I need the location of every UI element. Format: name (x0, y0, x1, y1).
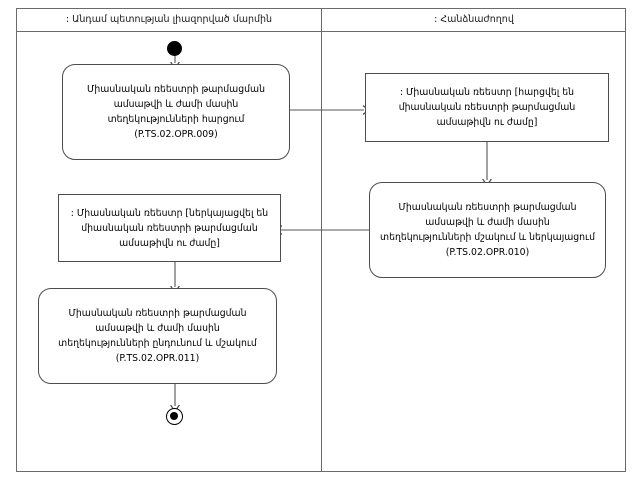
initial-node (167, 41, 182, 56)
object-node-registry-requested[interactable]: : Միասնական ռեեստր [հարցվել են միասնական… (365, 73, 609, 142)
action-node-label: Միասնական ռեեստրի թարմացման ամսաթվի և ժա… (58, 308, 257, 364)
action-node-label: Միասնական ռեեստրի թարմացման ամսաթվի և ժա… (87, 84, 265, 140)
object-node-label: : Միասնական ռեեստր [ներկայացվել են միասն… (70, 207, 269, 249)
final-node (166, 408, 183, 425)
action-node-process-and-submit[interactable]: Միասնական ռեեստրի թարմացման ամսաթվի և ժա… (369, 182, 606, 278)
action-node-label: Միասնական ռեեստրի թարմացման ամսաթվի և ժա… (380, 202, 595, 258)
action-node-receive-and-process[interactable]: Միասնական ռեեստրի թարմացման ամսաթվի և ժա… (38, 288, 277, 384)
lane-title-commission: : Հանձնաժողով (434, 14, 514, 25)
action-node-request-update-info[interactable]: Միասնական ռեեստրի թարմացման ամսաթվի և ժա… (62, 64, 290, 160)
lane-title-member-state-authority: : Անդամ պետության լիազորված մարմին (65, 14, 273, 25)
lane-vertical-divider (321, 8, 322, 472)
object-node-label: : Միասնական ռեեստր [հարցվել են միասնական… (398, 87, 576, 128)
object-node-registry-submitted[interactable]: : Միասնական ռեեստր [ներկայացվել են միասն… (58, 194, 281, 262)
